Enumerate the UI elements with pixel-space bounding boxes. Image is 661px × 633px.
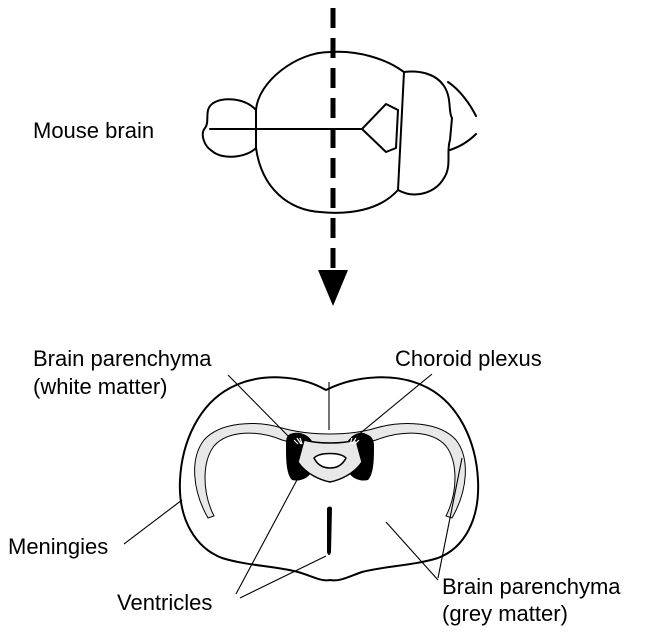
grey-matter-label-line2: (grey matter) xyxy=(442,601,568,626)
brainstem xyxy=(448,82,476,150)
cerebral-hemispheres xyxy=(256,52,404,213)
ventral-ventricle-slit xyxy=(327,507,332,556)
choroid-plexus-label: Choroid plexus xyxy=(395,346,542,371)
grey-matter-leader-2 xyxy=(438,458,462,578)
meningies-leader xyxy=(124,500,182,544)
coronal-section xyxy=(180,377,478,580)
white-matter-label-line1: Brain parenchyma xyxy=(33,346,212,371)
ventricles-leader-1 xyxy=(236,478,298,594)
mouse-brain-label: Mouse brain xyxy=(33,118,154,143)
mouse-brain-dorsal-view xyxy=(203,52,476,213)
white-matter-leader xyxy=(228,375,298,446)
ventricles-label: Ventricles xyxy=(117,590,212,615)
grey-matter-label-line1: Brain parenchyma xyxy=(442,574,621,599)
olfactory-bulbs xyxy=(203,99,256,157)
white-matter-label-line2: (white matter) xyxy=(33,374,167,399)
midbrain-outline xyxy=(362,104,398,152)
grey-matter-leader-1 xyxy=(386,522,438,580)
meningies-label: Meningies xyxy=(8,534,108,559)
cerebellum xyxy=(398,72,452,195)
